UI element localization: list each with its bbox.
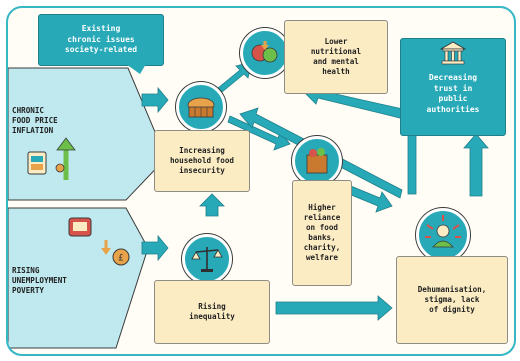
decreasing-trust-box: Decreasing trust in public authorities bbox=[400, 38, 506, 136]
svg-text:£: £ bbox=[118, 254, 124, 264]
fruit-basket-icon bbox=[251, 41, 278, 63]
dehumanisation-box: Dehumanisation, stigma, lack of dignity bbox=[396, 256, 508, 344]
food-banks-label: Higher reliance on food banks, charity, … bbox=[303, 203, 341, 262]
dehumanisation-circle bbox=[416, 208, 470, 262]
lower-health-box: Lower nutritional and mental health bbox=[284, 20, 388, 94]
cause-unemployment-label: RISING UNEMPLOYMENT POVERTY bbox=[12, 266, 67, 295]
rising-arrow-icon bbox=[54, 136, 78, 182]
header-banner-text: Existing chronic issues society-related bbox=[64, 24, 138, 55]
lower-health-circle bbox=[240, 28, 290, 78]
food-insecurity-label: Increasing household food insecurity bbox=[169, 146, 234, 175]
banner-pointer bbox=[126, 64, 146, 74]
food-banks-circle bbox=[292, 136, 342, 186]
food-insecurity-box: Increasing household food insecurity bbox=[154, 130, 250, 192]
bread-crate-icon bbox=[187, 97, 215, 118]
decreasing-trust-label: Decreasing trust in public authorities bbox=[426, 73, 480, 114]
lower-health-label: Lower nutritional and mental health bbox=[310, 37, 362, 76]
cause-food-price-label: CHRONIC FOOD PRICE INFLATION bbox=[12, 106, 58, 135]
scales-icon bbox=[191, 247, 223, 272]
rising-inequality-circle bbox=[182, 234, 232, 284]
down-arrow-icon bbox=[100, 240, 112, 256]
rising-inequality-label: Rising inequality bbox=[189, 302, 235, 321]
background-shapes bbox=[8, 67, 167, 349]
rising-inequality-box: Rising inequality bbox=[154, 280, 270, 344]
food-bowl-icon bbox=[68, 216, 92, 238]
header-banner: Existing chronic issues society-related bbox=[38, 14, 164, 66]
food-insecurity-circle bbox=[176, 82, 226, 132]
dehumanisation-label: Dehumanisation, stigma, lack of dignity bbox=[417, 285, 487, 314]
grocery-cart-icon bbox=[26, 148, 48, 178]
diagram-frame: Existing chronic issues society-related … bbox=[6, 6, 516, 356]
grocery-bag-icon bbox=[306, 148, 328, 174]
money-coin-icon: £ bbox=[112, 248, 130, 266]
food-banks-box: Higher reliance on food banks, charity, … bbox=[292, 180, 352, 286]
government-building-icon bbox=[439, 41, 467, 65]
person-pressure-icon bbox=[425, 215, 461, 248]
